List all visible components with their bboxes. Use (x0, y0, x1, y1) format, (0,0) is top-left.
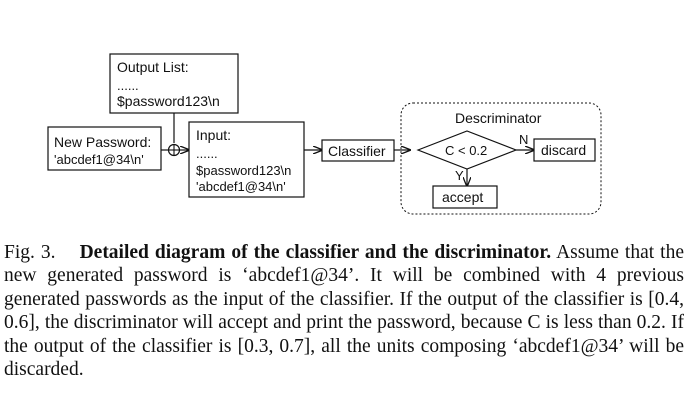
input-line-2: 'abcdef1@34\n' (196, 179, 286, 194)
classifier-box: Classifier (321, 139, 395, 162)
output-list-box: Output List: ...... $password123\n (109, 53, 239, 114)
decision-yes-label: Y (455, 168, 464, 183)
classifier-discriminator-diagram: Output List: ...... $password123\n New P… (47, 53, 602, 215)
new-password-value: 'abcdef1@34\n' (54, 152, 144, 167)
figure-label: Fig. 3. (4, 242, 56, 263)
decision-diamond: C < 0.2 (416, 130, 518, 170)
combiner-icon (167, 143, 181, 157)
new-password-title: New Password: (54, 134, 151, 150)
input-dots: ...... (196, 146, 218, 161)
discriminator-title: Descriminator (455, 110, 542, 126)
caption-body: Assume that the new generated password i… (4, 242, 685, 381)
output-list-line: $password123\n (117, 93, 220, 109)
figure-caption: Fig. 3. Detailed diagram of the classifi… (4, 241, 684, 381)
decision-condition: C < 0.2 (445, 143, 487, 158)
input-line-1: $password123\n (196, 163, 291, 178)
discriminator-container: Descriminator (400, 102, 602, 215)
discard-box: discard (533, 138, 596, 162)
caption-title: Detailed diagram of the classifier and t… (79, 242, 552, 263)
decision-no-label: N (519, 132, 528, 147)
discard-label: discard (541, 142, 586, 158)
accept-box: accept (432, 185, 498, 209)
classifier-label: Classifier (328, 143, 386, 159)
accept-label: accept (442, 189, 483, 205)
output-list-title: Output List: (117, 59, 189, 75)
new-password-box: New Password: 'abcdef1@34\n' (47, 126, 162, 171)
input-title: Input: (196, 127, 231, 143)
input-box: Input: ...... $password123\n 'abcdef1@34… (188, 121, 305, 198)
output-list-dots: ...... (117, 78, 139, 93)
